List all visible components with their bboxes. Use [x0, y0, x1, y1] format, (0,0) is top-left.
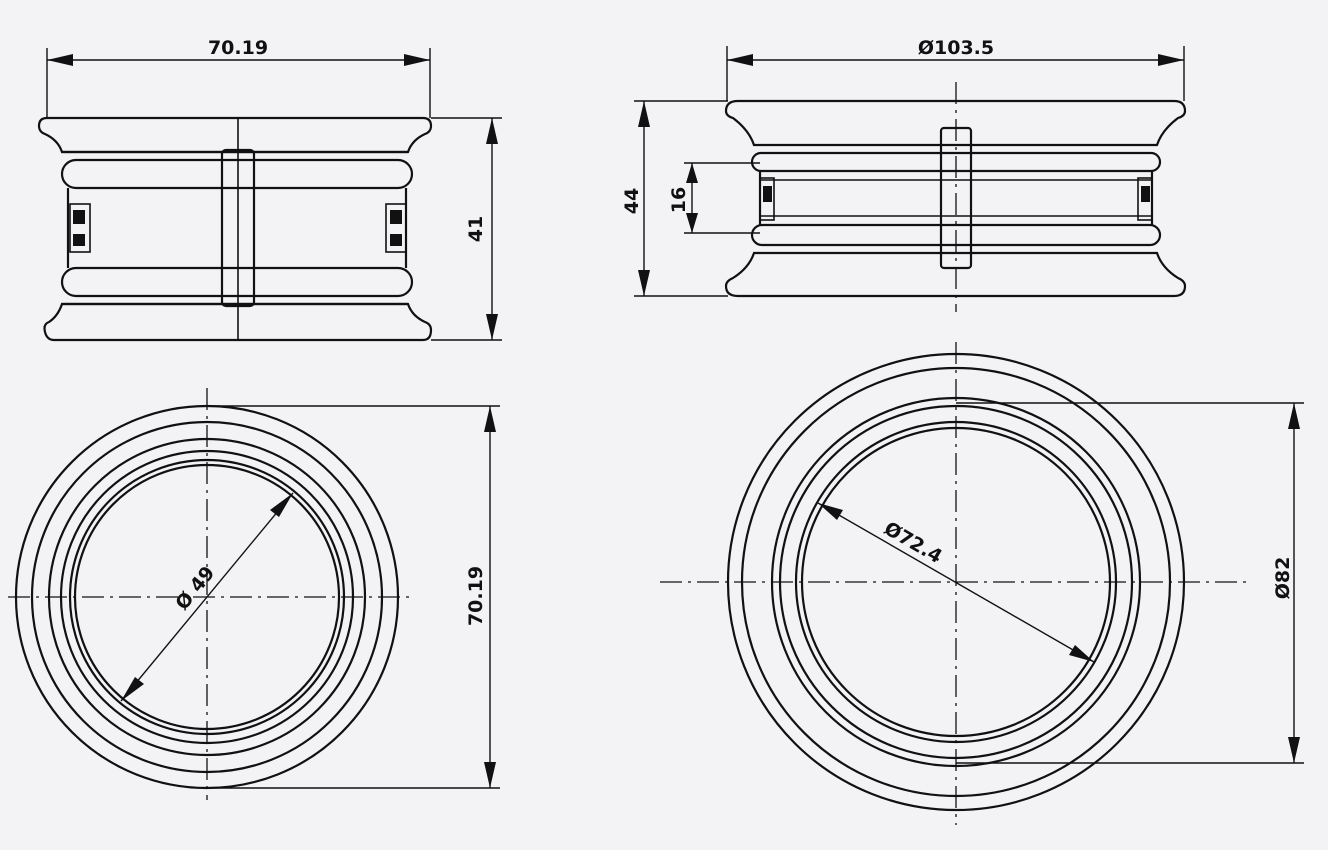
small-top-outer-dimension: 70.19: [207, 405, 500, 789]
large-spool-front-view: [724, 82, 1187, 312]
small-top-outer-label: 70.19: [465, 566, 487, 626]
small-front-width-dimension: 70.19: [46, 37, 431, 118]
large-top-outer-label: Ø82: [1272, 557, 1294, 600]
large-spool-top-view: [660, 342, 1252, 825]
large-front-diameter-dimension: Ø103.5: [726, 37, 1185, 101]
large-top-bore-label: Ø72.4: [880, 518, 946, 569]
small-front-height-label: 41: [465, 216, 487, 242]
small-spool-top-view: [8, 388, 410, 800]
large-front-groove-dimension: 16: [668, 162, 760, 234]
large-front-height-label: 44: [621, 188, 643, 214]
large-front-height-dimension: 44: [621, 100, 728, 297]
small-front-height-dimension: 41: [431, 117, 502, 341]
large-front-diameter-label: Ø103.5: [918, 37, 994, 59]
small-spool-front-view: [37, 116, 433, 342]
small-front-width-label: 70.19: [208, 37, 268, 59]
small-top-bore-label: Ø 49: [171, 562, 219, 614]
large-top-outer-dimension: Ø82: [956, 402, 1304, 764]
large-front-groove-label: 16: [668, 187, 690, 213]
